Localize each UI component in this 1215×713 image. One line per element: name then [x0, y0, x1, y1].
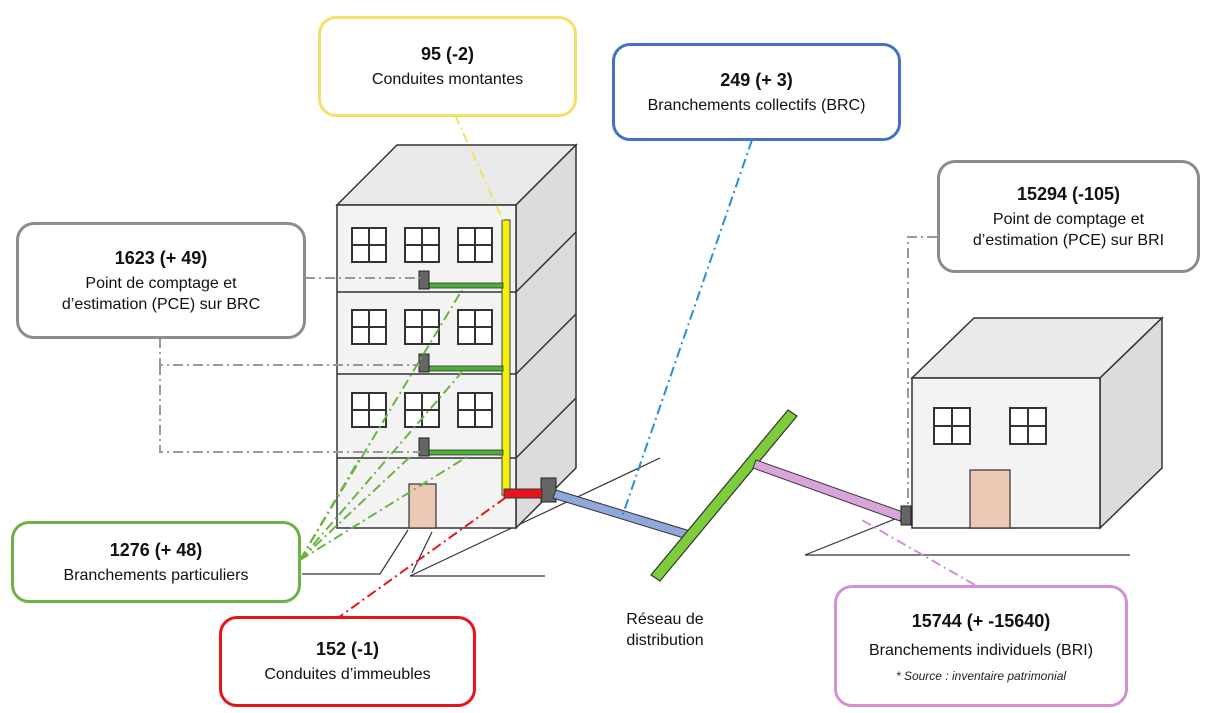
conduites-immeubles-box: 152 (-1) Conduites d’immeubles — [219, 616, 476, 707]
pce-bri-value: 15294 (-105) — [1016, 183, 1121, 204]
house-windows — [933, 407, 1047, 445]
house — [900, 316, 1164, 530]
branchements-individuels-box: 15744 (+ -15640) Branchements individuel… — [834, 585, 1128, 707]
reseau-line1: Réseau de — [626, 611, 704, 628]
collective-service-pipe — [552, 489, 691, 540]
conduites-montantes-label: Conduites montantes — [371, 71, 524, 88]
conduites-montantes-value: 95 (-2) — [420, 44, 474, 64]
reseau-line2: distribution — [626, 632, 704, 649]
branchements-collectifs-value: 249 (+ 3) — [720, 69, 793, 90]
conduites-immeubles-label: Conduites d’immeubles — [264, 666, 431, 683]
pce-bri-label-line1: Point de comptage et — [992, 210, 1145, 228]
pce-bri-box: 15294 (-105) Point de comptage et d’esti… — [937, 160, 1200, 273]
house-door — [969, 469, 1011, 529]
pce-brc-label-line2: d’estimation (PCE) sur BRC — [61, 295, 261, 313]
apartment-door — [408, 483, 437, 529]
main-distribution-pipe — [650, 409, 798, 582]
branchements-particuliers-label: Branchements particuliers — [63, 566, 249, 584]
conduites-montantes-box: 95 (-2) Conduites montantes — [318, 16, 577, 117]
branchements-collectifs-box: 249 (+ 3) Branchements collectifs (BRC) — [612, 43, 901, 141]
ground-lines — [409, 457, 1130, 577]
branchements-individuels-value: 15744 (+ -15640) — [911, 610, 1051, 631]
reseau-distribution-label: Réseau de distribution — [605, 609, 725, 651]
conduites-immeubles-value: 152 (-1) — [315, 639, 380, 659]
branchements-particuliers-box: 1276 (+ 48) Branchements particuliers — [11, 521, 301, 603]
connector-lines — [159, 114, 976, 621]
pce-brc-label-line1: Point de comptage et — [85, 274, 237, 292]
individual-service-pipe — [752, 459, 904, 522]
building-conduit-pipe — [503, 488, 543, 499]
branchements-particuliers-value: 1276 (+ 48) — [109, 539, 203, 560]
source-note: * Source : inventaire patrimonial — [895, 668, 1067, 683]
apartment-windows — [351, 227, 493, 428]
pce-bri-label-line2: d’estimation (PCE) sur BRI — [972, 231, 1165, 249]
branchements-collectifs-label: Branchements collectifs (BRC) — [647, 96, 866, 114]
pce-brc-value: 1623 (+ 49) — [114, 247, 208, 268]
pce-brc-box: 1623 (+ 49) Point de comptage et d’estim… — [16, 222, 306, 339]
house-meter-icon — [900, 505, 912, 526]
branchements-individuels-label: Branchements individuels (BRI) — [868, 641, 1094, 659]
apartment-building — [335, 143, 578, 530]
